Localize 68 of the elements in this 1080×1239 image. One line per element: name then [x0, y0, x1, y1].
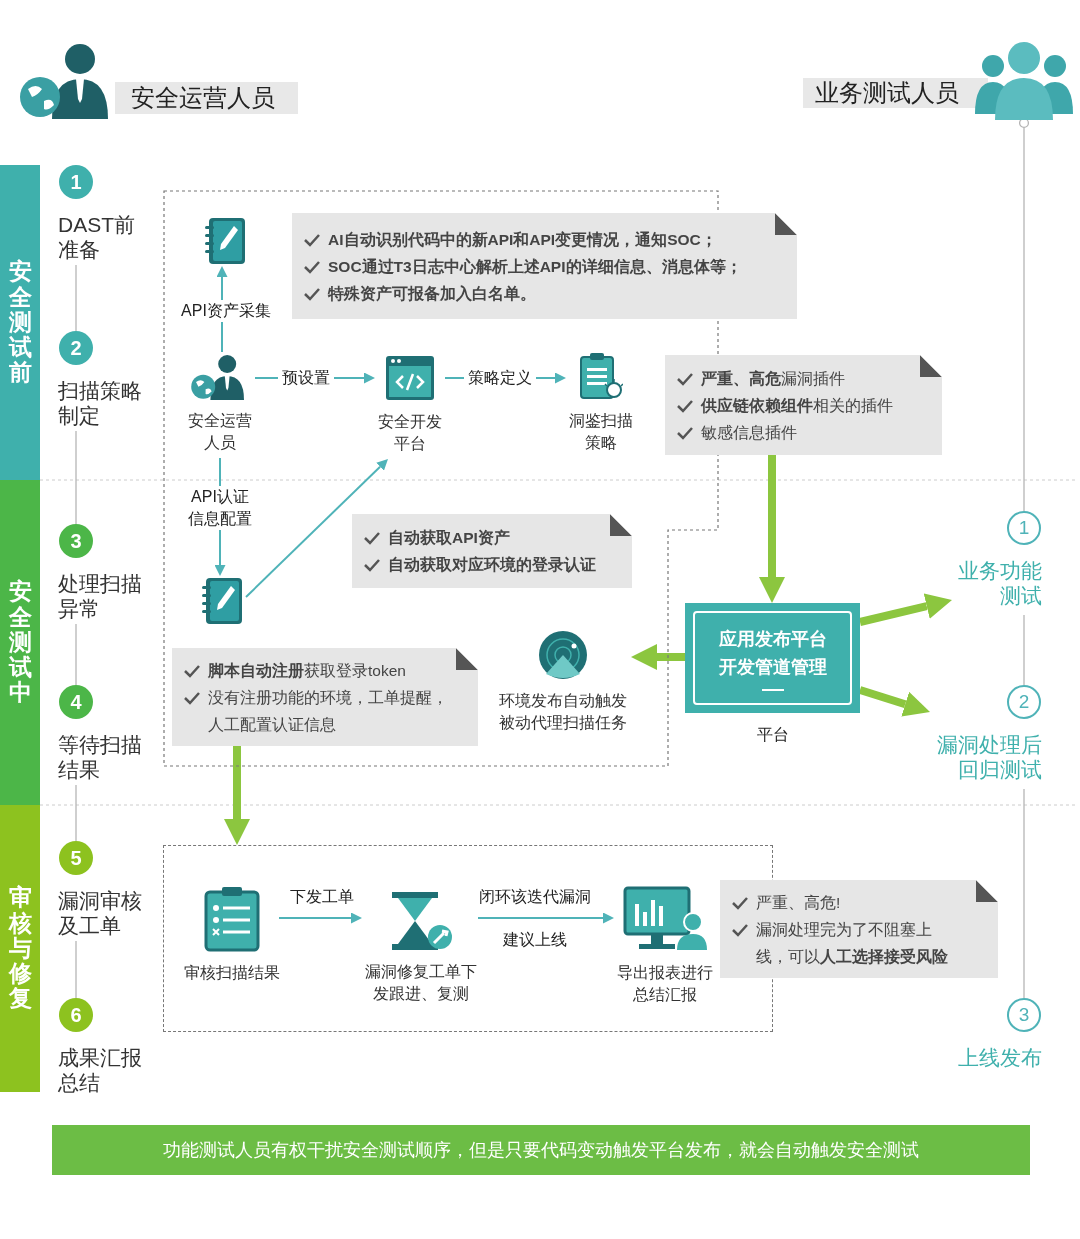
- annotation-text: 建议上线: [503, 930, 567, 950]
- step-number-badge: 3: [1007, 998, 1041, 1032]
- step-label: 业务功能测试: [957, 558, 1042, 608]
- arrow: [858, 686, 930, 717]
- checklist-text: AI自动识别代码中的新API和API变更情况，通知SOC；: [328, 229, 717, 250]
- checklist-text: 漏洞处理完为了不阻塞上线，可以人工选择接受风险: [756, 919, 949, 967]
- arrow: [278, 912, 362, 924]
- icon-caption: 环境发布自动触发被动代理扫描任务: [498, 691, 628, 733]
- checklist-text: 特殊资产可报备加入白名单。: [328, 283, 536, 304]
- step-number-badge: 4: [59, 685, 93, 719]
- connector-line: [75, 623, 77, 686]
- step-label: 漏洞处理后回归测试: [936, 732, 1042, 782]
- icon-caption: 导出报表进行总结汇报: [616, 963, 714, 1005]
- stage-band: 审核与修复: [0, 805, 40, 1092]
- checklist-text: 自动获取API资产: [388, 528, 510, 548]
- callout-box: [665, 355, 942, 455]
- arrow: [631, 644, 685, 670]
- icon-caption: 安全开发平台: [377, 412, 443, 454]
- checklist-text: SOC通过T3日志中心解析上述API的详细信息、消息体等；: [328, 256, 742, 277]
- stage-band: 安全测试前: [0, 165, 40, 480]
- callout-box: [720, 880, 998, 978]
- step-number-badge: 1: [59, 165, 93, 199]
- connector-line: [75, 430, 77, 525]
- checklist-text: 脚本自动注册获取登录token: [208, 660, 406, 681]
- icon-caption: 漏洞修复工单下发跟进、复测: [364, 962, 478, 1004]
- checklist-text: 没有注册功能的环境，工单提醒，人工配置认证信息: [208, 687, 448, 735]
- note-banner: 功能测试人员有权干扰安全测试顺序，但是只要代码变动触发平台发布，就会自动触发安全测试: [52, 1125, 1030, 1175]
- step-label: 等待扫描结果: [58, 732, 143, 782]
- icon-caption: 洞鉴扫描策略: [568, 411, 634, 453]
- connector-line: [75, 784, 77, 842]
- checklist-text: 敏感信息插件: [701, 422, 797, 443]
- step-number-badge: 2: [1007, 685, 1041, 719]
- role-label: 业务测试人员: [803, 78, 988, 108]
- stage-band: 安全测试中: [0, 480, 40, 805]
- callout-box: [352, 514, 632, 588]
- step-label: 上线发布: [958, 1045, 1042, 1070]
- platform-caption: 平台: [755, 725, 790, 745]
- checklist-text: 严重、高危!: [756, 892, 841, 913]
- step-label: 扫描策略制定: [58, 378, 143, 428]
- arrow: [224, 746, 250, 845]
- arrow: [759, 455, 785, 603]
- edge-label: 策略定义: [464, 367, 536, 389]
- role-label: 安全运营人员: [115, 82, 298, 114]
- step-number-badge: 3: [59, 524, 93, 558]
- step-label: DAST前准备: [58, 212, 136, 262]
- arrow: [245, 459, 388, 598]
- step-number-badge: 5: [59, 841, 93, 875]
- arrow: [859, 593, 952, 626]
- connector-line: [1023, 788, 1025, 999]
- step-number-badge: 2: [59, 331, 93, 365]
- step-number-badge: 1: [1007, 511, 1041, 545]
- icon-caption: 审核扫描结果: [184, 963, 280, 983]
- checklist-text: 自动获取对应环境的登录认证: [388, 555, 596, 575]
- step-label: 漏洞审核及工单: [58, 888, 143, 938]
- step-number-badge: 6: [59, 998, 93, 1032]
- checklist-text: 严重、高危漏洞插件: [701, 368, 845, 389]
- edge-label: 预设置: [278, 367, 334, 389]
- connector-line: [75, 264, 77, 332]
- connector-line: [1023, 614, 1025, 686]
- step-label: 成果汇报总结: [58, 1045, 143, 1095]
- callout-box: [292, 213, 797, 319]
- icon-caption: 安全运营人员: [187, 411, 253, 453]
- step-label: 处理扫描异常: [58, 571, 143, 621]
- arrow: [477, 912, 614, 924]
- connector-line: [75, 940, 77, 999]
- checklist-text: 供应链依赖组件相关的插件: [701, 395, 893, 416]
- callout-box: [172, 648, 478, 746]
- box-title: 应用发布平台开发管道管理: [717, 628, 828, 679]
